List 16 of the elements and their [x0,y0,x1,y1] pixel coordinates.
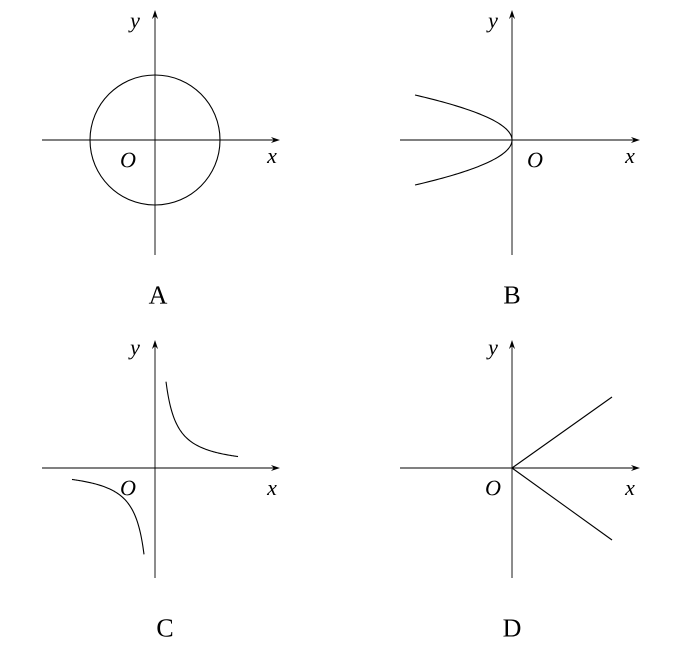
axis-label: y [486,18,498,32]
panel-label: C [157,619,172,637]
origin-label: O [121,152,136,168]
axis-label: y [128,18,140,32]
origin-label: O [486,480,500,496]
origin-label: O [528,152,542,168]
panel-label: A [148,286,168,304]
panel-label: D [503,619,520,637]
axis-label: x [624,484,635,496]
panel-label: B [504,286,520,304]
axis-label: y [486,344,498,360]
origin-label: O [121,480,136,496]
axis-label: x [266,484,277,496]
axis-label: x [624,152,635,164]
axis-label: x [266,152,277,164]
axis-label: y [128,344,140,360]
